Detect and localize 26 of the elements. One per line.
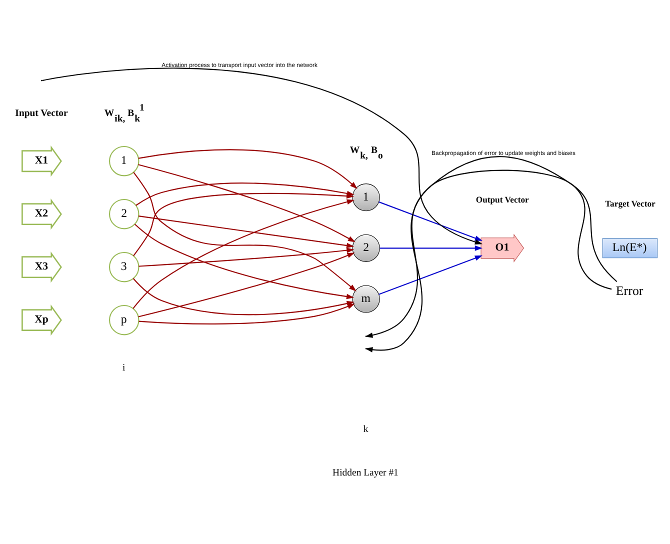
node-circle: 3 bbox=[108, 251, 140, 282]
node-label: Output Vector bbox=[476, 194, 529, 204]
node-circle: 1 bbox=[352, 183, 380, 211]
node-circle: p bbox=[108, 304, 140, 335]
node-circle: m bbox=[352, 284, 380, 312]
arrow bbox=[138, 247, 354, 266]
label: Input Vector bbox=[15, 107, 68, 118]
arrow bbox=[138, 303, 356, 324]
arrow bbox=[134, 223, 354, 299]
node-circle: 1 bbox=[108, 145, 140, 176]
arrow bbox=[378, 254, 482, 294]
label: i bbox=[122, 362, 126, 374]
node-text: Error bbox=[616, 282, 644, 298]
node-circle: 2 bbox=[108, 198, 140, 229]
arrow bbox=[133, 172, 357, 291]
label: k bbox=[363, 424, 368, 435]
label: Hidden Layer #1 bbox=[332, 466, 398, 478]
node-circle: 2 bbox=[352, 234, 380, 262]
arrow bbox=[380, 245, 482, 250]
arrow bbox=[42, 67, 483, 244]
arrow bbox=[133, 192, 354, 256]
node-box: Ln(E*) bbox=[602, 238, 658, 258]
arrow bbox=[138, 148, 358, 189]
arrow bbox=[138, 215, 354, 248]
node-label: Target Vector bbox=[605, 198, 656, 208]
arrow bbox=[378, 200, 482, 240]
